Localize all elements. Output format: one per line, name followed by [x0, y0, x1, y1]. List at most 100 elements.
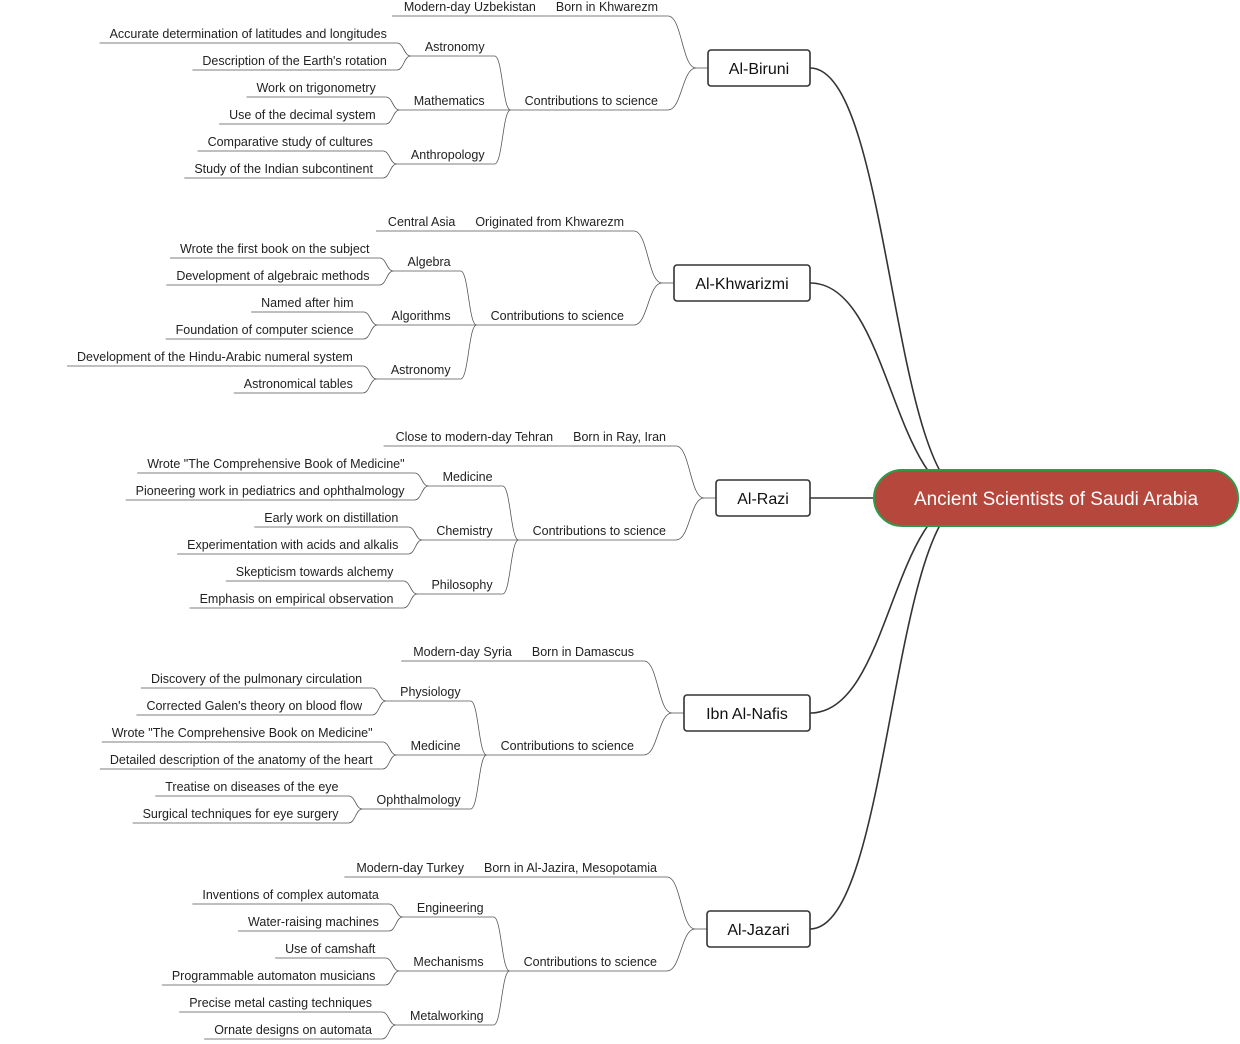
connector-line — [396, 42, 411, 57]
mind-map-nodes: Ancient Scientists of Saudi Arabia Al-Bir… — [77, 0, 1239, 1037]
item-label: Inventions of complex automata — [202, 888, 379, 902]
root-node-label: Ancient Scientists of Saudi Arabia — [914, 489, 1199, 510]
scientist-node[interactable]: Al-Khwarizmi — [673, 264, 811, 302]
contributions-label: Contributions to science — [491, 309, 624, 323]
connector-line — [414, 472, 429, 487]
field-label: Metalworking — [410, 1009, 484, 1023]
item-label: Use of the decimal system — [229, 108, 376, 122]
field-label: Mathematics — [414, 94, 485, 108]
connector-line — [379, 270, 394, 286]
field-label: Medicine — [443, 470, 493, 484]
scientist-node-box — [715, 479, 811, 517]
item-label: Development of the Hindu-Arabic numeral … — [77, 350, 353, 364]
item-label: Pioneering work in pediatrics and ophtha… — [136, 484, 406, 498]
origin-label: Born in Al-Jazira, Mesopotamia — [484, 861, 657, 875]
item-label: Wrote the first book on the subject — [180, 242, 370, 256]
connector-line — [379, 257, 394, 272]
scientist-node-box — [683, 694, 811, 732]
item-label: Precise metal casting techniques — [189, 996, 372, 1010]
item-label: Corrected Galen's theory on blood flow — [146, 699, 363, 713]
scientist-node[interactable]: Ibn Al-Nafis — [683, 694, 811, 732]
connector-line — [388, 903, 403, 918]
scientist-name: Al-Razi — [737, 491, 789, 508]
connector-line — [494, 55, 511, 111]
connector-line — [643, 660, 673, 714]
item-label: Discovery of the pulmonary circulation — [151, 672, 362, 686]
origin-detail: Close to modern-day Tehran — [396, 430, 554, 444]
connector-line — [382, 150, 397, 165]
scientist-name: Al-Khwarizmi — [695, 276, 788, 293]
contributions-label: Contributions to science — [525, 94, 658, 108]
connector-line — [460, 324, 477, 380]
connector-line — [643, 712, 673, 756]
connector-line — [363, 311, 378, 326]
origin-label: Born in Khwarezm — [556, 0, 658, 14]
field-label: Philosophy — [431, 578, 493, 592]
connector-line — [385, 96, 400, 111]
contributions-label: Contributions to science — [524, 955, 657, 969]
contributions-label: Contributions to science — [533, 524, 666, 538]
scientist-node-box — [706, 910, 811, 948]
field-label: Anthropology — [411, 148, 485, 162]
field-label: Mechanisms — [413, 955, 483, 969]
connector-line — [385, 957, 400, 972]
connector-line — [403, 580, 418, 595]
connector-line — [666, 928, 696, 972]
origin-detail: Central Asia — [388, 215, 455, 229]
scientist-node[interactable]: Al-Razi — [715, 479, 811, 517]
origin-detail: Modern-day Syria — [413, 645, 512, 659]
item-label: Wrote "The Comprehensive Book on Medicin… — [112, 726, 373, 740]
item-label: Treatise on diseases of the eye — [165, 780, 338, 794]
field-label: Medicine — [411, 739, 461, 753]
connector-line — [667, 15, 697, 69]
connector-line — [348, 795, 363, 810]
scientist-name: Al-Jazari — [727, 922, 789, 939]
field-label: Algebra — [408, 255, 451, 269]
contributions-label: Contributions to science — [501, 739, 634, 753]
connector-line — [470, 754, 487, 810]
connector-line — [666, 876, 696, 930]
connector-line — [408, 539, 423, 555]
connector-lines — [67, 15, 973, 1040]
connector-line — [809, 67, 973, 499]
scientist-node[interactable]: Al-Biruni — [707, 49, 811, 87]
item-label: Surgical techniques for eye surgery — [143, 807, 340, 821]
connector-line — [385, 970, 400, 986]
connector-line — [809, 497, 973, 714]
item-label: Description of the Earth's rotation — [202, 54, 386, 68]
connector-line — [382, 741, 397, 756]
connector-line — [403, 593, 418, 609]
connector-line — [372, 700, 387, 716]
field-label: Ophthalmology — [377, 793, 462, 807]
origin-label: Originated from Khwarezm — [475, 215, 624, 229]
item-label: Study of the Indian subcontinent — [194, 162, 373, 176]
scientist-node-box — [673, 264, 811, 302]
connector-line — [494, 109, 511, 165]
item-label: Detailed description of the anatomy of t… — [110, 753, 373, 767]
item-label: Named after him — [261, 296, 353, 310]
connector-line — [362, 365, 377, 380]
origin-detail: Modern-day Turkey — [356, 861, 464, 875]
root-node[interactable]: Ancient Scientists of Saudi Arabia — [873, 469, 1239, 527]
item-label: Astronomical tables — [244, 377, 353, 391]
scientist-name: Ibn Al-Nafis — [706, 706, 788, 723]
connector-line — [502, 485, 519, 541]
connector-line — [460, 270, 477, 326]
connector-line — [633, 282, 663, 326]
item-label: Early work on distillation — [264, 511, 398, 525]
connector-line — [372, 687, 387, 702]
item-label: Accurate determination of latitudes and … — [110, 27, 387, 41]
connector-line — [396, 55, 411, 71]
item-label: Development of algebraic methods — [176, 269, 369, 283]
connector-line — [382, 754, 397, 770]
field-label: Astronomy — [425, 40, 485, 54]
scientist-node[interactable]: Al-Jazari — [706, 910, 811, 948]
item-label: Programmable automaton musicians — [172, 969, 376, 983]
connector-line — [408, 526, 423, 541]
connector-line — [381, 1024, 397, 1040]
item-label: Skepticism towards alchemy — [236, 565, 394, 579]
root-node-shape — [873, 469, 1239, 527]
connector-line — [667, 67, 697, 111]
field-label: Algorithms — [392, 309, 451, 323]
